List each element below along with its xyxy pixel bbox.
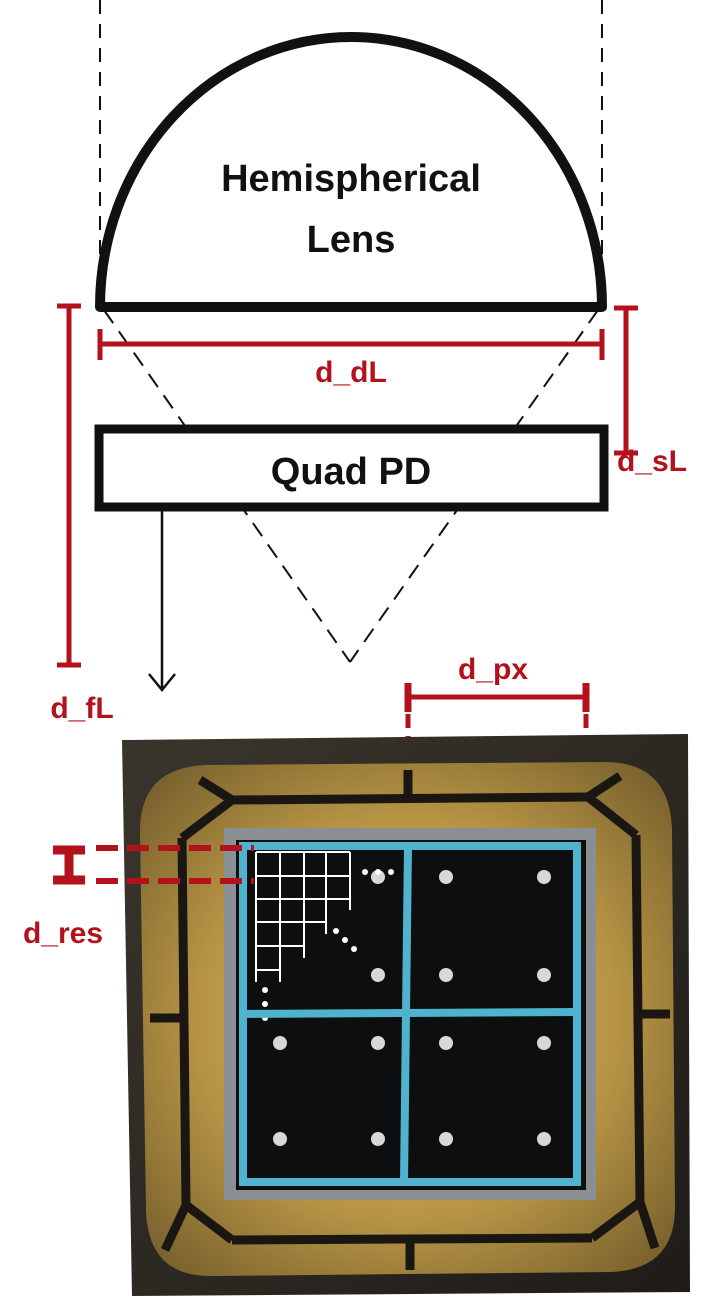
detector-photo: [122, 734, 690, 1296]
dim-d-fL: [57, 303, 81, 668]
frame-separators: [150, 770, 670, 1270]
quad-pd-label: Quad PD: [271, 451, 431, 493]
quad-pd-box: [94, 424, 609, 512]
dim-d-sL: [614, 305, 638, 456]
pixel-grid: [255, 851, 351, 982]
dim-d-res: [53, 845, 254, 885]
dim-d-dL: [97, 329, 605, 360]
pointer-arrow: [148, 508, 176, 692]
label-d-dL: d_dL: [315, 356, 387, 389]
lens-label-line2: Lens: [307, 219, 396, 261]
hemispherical-lens: [95, 32, 607, 312]
label-d-fL: d_fL: [50, 692, 113, 725]
label-d-px: d_px: [458, 653, 528, 686]
quadrant-outline: [239, 842, 581, 1186]
label-d-sL: d_sL: [617, 445, 687, 478]
dim-d-px: [404, 683, 590, 838]
die-dots: [273, 870, 551, 1146]
beam-boundary-lines: [99, 0, 603, 300]
lens-label-line1: Hemispherical: [221, 158, 481, 200]
label-d-res: d_res: [23, 917, 103, 950]
